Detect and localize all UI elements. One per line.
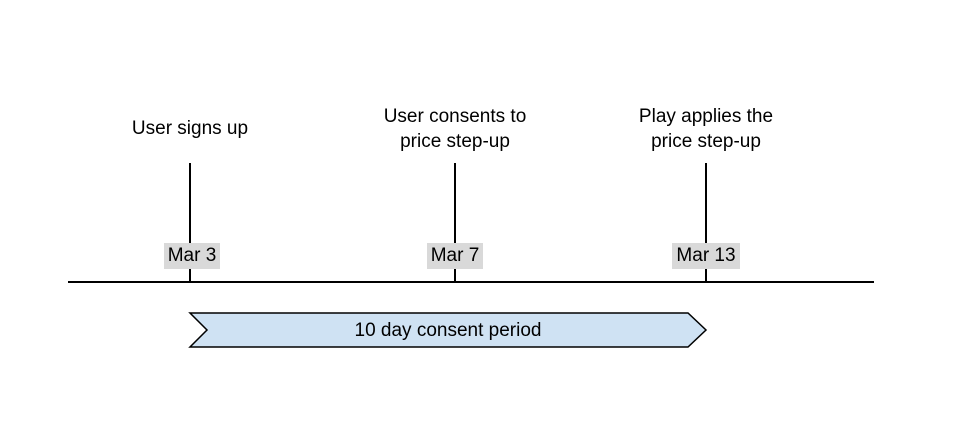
event-caption-apply: Play applies the price step-up bbox=[596, 104, 816, 154]
caption-line: User consents to bbox=[383, 106, 527, 127]
event-caption-signup: User signs up bbox=[80, 116, 300, 141]
caption-line: price step-up bbox=[651, 131, 761, 152]
event-caption-consent: User consents to price step-up bbox=[345, 104, 565, 154]
caption-line: User signs up bbox=[131, 118, 249, 139]
caption-line: Play applies the bbox=[638, 106, 774, 127]
caption-line: price step-up bbox=[400, 131, 510, 152]
consent-period-arrow bbox=[188, 312, 708, 348]
date-label-consent: Mar 7 bbox=[427, 243, 483, 269]
date-label-signup: Mar 3 bbox=[164, 243, 220, 269]
consent-period-label: 10 day consent period bbox=[354, 320, 542, 341]
date-label-apply: Mar 13 bbox=[672, 243, 740, 269]
